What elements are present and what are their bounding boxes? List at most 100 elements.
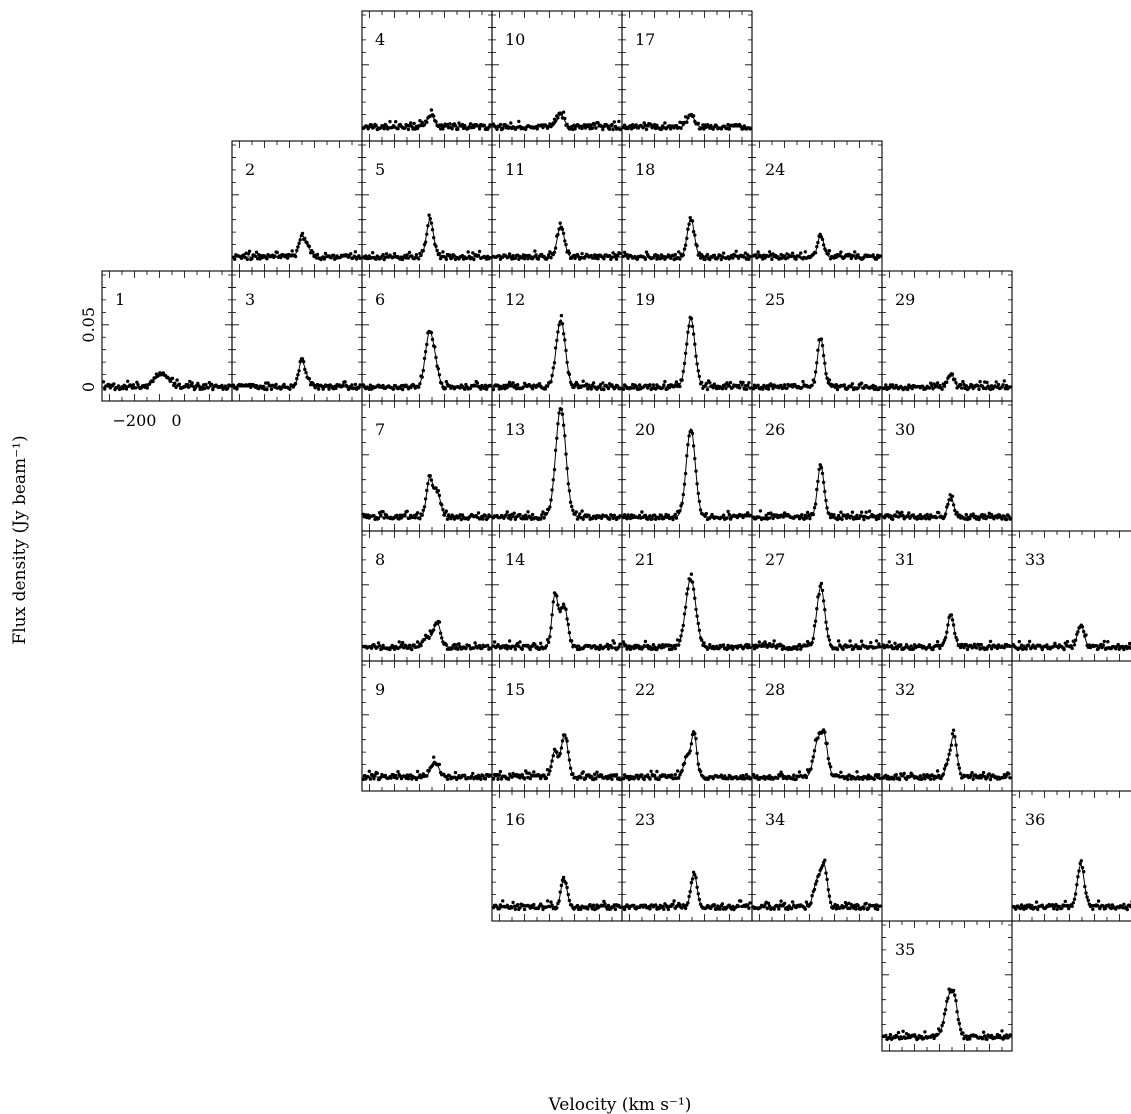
data-point: [939, 1029, 943, 1033]
data-point: [677, 250, 681, 254]
data-point: [507, 639, 512, 643]
data-point: [818, 584, 822, 588]
data-point: [432, 236, 436, 240]
data-point: [368, 777, 373, 781]
data-point: [962, 645, 966, 650]
data-point: [511, 254, 515, 258]
data-point: [530, 387, 535, 391]
data-point: [774, 646, 779, 650]
data-point: [748, 254, 752, 259]
data-point: [904, 777, 909, 782]
data-point: [686, 587, 690, 591]
data-point: [849, 256, 853, 261]
data-point: [557, 411, 561, 415]
data-point: [958, 382, 963, 387]
data-point: [565, 739, 569, 743]
data-point: [877, 773, 881, 777]
data-point: [901, 1029, 905, 1034]
data-point: [492, 640, 497, 644]
data-point: [440, 503, 444, 507]
data-point: [977, 387, 981, 391]
data-point: [559, 313, 564, 318]
data-point: [925, 512, 929, 517]
panel-4: 4: [361, 10, 493, 142]
data-point: [367, 769, 371, 773]
panel-number-label: 29: [895, 290, 915, 309]
data-point: [782, 901, 787, 906]
data-point: [1007, 772, 1011, 776]
data-point: [803, 250, 807, 254]
data-point: [637, 383, 642, 387]
data-point: [940, 1023, 944, 1028]
data-point: [720, 387, 725, 391]
data-point: [621, 640, 626, 644]
panel-number-label: 27: [765, 550, 785, 569]
data-point: [488, 773, 492, 777]
data-point: [824, 871, 828, 875]
data-point: [565, 122, 569, 127]
data-point: [697, 499, 702, 504]
data-point: [501, 127, 505, 131]
data-point: [233, 257, 237, 261]
data-point: [517, 119, 521, 124]
panel-32: 32: [881, 660, 1013, 792]
data-point: [366, 775, 370, 779]
data-point: [719, 257, 723, 262]
data-point: [599, 516, 604, 520]
data-point: [441, 250, 445, 254]
data-point: [428, 216, 432, 221]
data-point: [891, 517, 895, 521]
data-point: [693, 456, 697, 461]
data-point: [648, 383, 652, 387]
data-point: [700, 638, 704, 642]
data-point: [649, 769, 653, 773]
data-point: [296, 373, 300, 377]
data-point: [695, 614, 699, 618]
data-point: [951, 503, 956, 507]
data-point: [744, 514, 749, 518]
data-point: [827, 378, 832, 382]
data-point: [422, 356, 427, 361]
data-point: [979, 642, 983, 647]
data-point: [618, 642, 622, 646]
panel-6: 6: [361, 270, 493, 402]
data-point: [561, 423, 566, 427]
data-point: [226, 386, 230, 390]
data-point: [697, 251, 702, 255]
panel-ticks: [622, 531, 752, 661]
panel-ticks: [882, 661, 1012, 791]
data-point: [820, 237, 825, 242]
data-point: [946, 502, 950, 506]
data-point: [642, 777, 646, 782]
data-point: [686, 443, 690, 447]
data-point: [995, 516, 1000, 520]
data-point: [742, 255, 746, 259]
data-point: [293, 254, 298, 259]
data-point: [563, 733, 567, 737]
data-point: [660, 904, 665, 909]
data-point: [850, 382, 855, 386]
data-point: [573, 127, 577, 131]
data-point: [334, 386, 338, 390]
data-point: [694, 607, 698, 612]
data-point: [949, 613, 954, 617]
data-point: [945, 762, 949, 766]
data-point: [551, 121, 555, 125]
data-point: [563, 116, 567, 121]
data-point: [909, 644, 913, 648]
panel-number-label: 21: [635, 550, 655, 569]
data-point: [878, 254, 882, 258]
panel-number-label: 15: [505, 680, 525, 699]
data-point: [989, 647, 994, 651]
data-point: [477, 127, 482, 131]
panel-35: 35: [881, 920, 1013, 1052]
data-point: [564, 348, 568, 353]
data-point: [522, 257, 527, 261]
data-point: [436, 367, 440, 371]
data-point: [463, 773, 467, 777]
data-point: [805, 510, 810, 515]
data-point: [825, 506, 829, 510]
data-point: [429, 221, 434, 225]
data-point: [679, 634, 683, 638]
panel-number-label: 6: [375, 290, 385, 309]
